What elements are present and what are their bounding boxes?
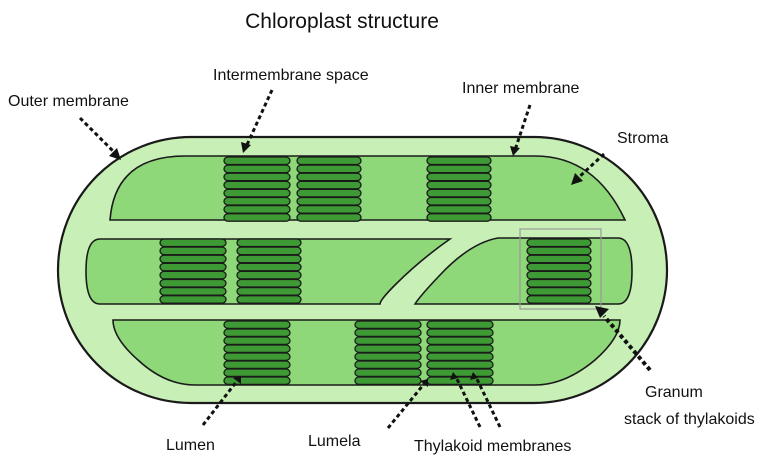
granum-stack <box>527 239 591 303</box>
thylakoid-disc <box>160 239 226 247</box>
thylakoid-disc <box>355 321 421 328</box>
thylakoid-disc <box>297 157 361 165</box>
thylakoid-disc <box>297 173 361 181</box>
thylakoid-disc <box>527 271 591 279</box>
thylakoid-disc <box>427 173 491 181</box>
thylakoid-disc <box>224 353 290 360</box>
thylakoid-disc <box>427 353 493 360</box>
granum-stack <box>355 321 421 384</box>
thylakoid-disc <box>224 206 290 214</box>
thylakoid-disc <box>427 165 491 173</box>
thylakoid-disc <box>355 361 421 368</box>
thylakoid-disc <box>427 345 493 352</box>
thylakoid-disc <box>224 337 290 344</box>
leader-outer-membrane <box>80 118 117 155</box>
thylakoid-disc <box>297 214 361 222</box>
thylakoid-disc <box>527 296 591 304</box>
thylakoid-disc <box>297 198 361 206</box>
thylakoid-disc <box>224 321 290 328</box>
granum-stack <box>297 157 361 221</box>
thylakoid-disc <box>427 329 493 336</box>
thylakoid-disc <box>224 345 290 352</box>
thylakoid-disc <box>224 214 290 222</box>
thylakoid-disc <box>297 206 361 214</box>
thylakoid-disc <box>224 198 290 206</box>
thylakoid-disc <box>160 255 226 263</box>
thylakoid-disc <box>160 271 226 279</box>
thylakoid-disc <box>427 198 491 206</box>
thylakoid-disc <box>224 329 290 336</box>
thylakoid-disc <box>355 353 421 360</box>
label-intermembrane-space: Intermembrane space <box>213 67 369 84</box>
thylakoid-disc <box>527 239 591 247</box>
thylakoid-disc <box>355 369 421 376</box>
thylakoid-disc <box>527 255 591 263</box>
thylakoid-disc <box>160 247 226 255</box>
thylakoid-disc <box>355 337 421 344</box>
thylakoid-disc <box>427 361 493 368</box>
thylakoid-disc <box>224 181 290 189</box>
granum-stack <box>224 157 290 221</box>
thylakoid-disc <box>427 157 491 165</box>
thylakoid-disc <box>160 263 226 271</box>
granum-stack <box>224 321 290 384</box>
thylakoid-disc <box>355 345 421 352</box>
label-thylakoid-membranes: Thylakoid membranes <box>414 438 571 455</box>
diagram-title: Chloroplast structure <box>245 10 439 33</box>
label-lumela: Lumela <box>308 433 361 450</box>
thylakoid-disc <box>224 165 290 173</box>
thylakoid-disc <box>527 247 591 255</box>
granum-stack <box>427 321 493 384</box>
thylakoid-disc <box>427 321 493 328</box>
thylakoid-disc <box>160 280 226 288</box>
label-stroma: Stroma <box>617 130 669 147</box>
thylakoid-disc <box>427 189 491 197</box>
thylakoid-disc <box>224 173 290 181</box>
thylakoid-disc <box>355 377 421 384</box>
thylakoid-disc <box>527 280 591 288</box>
label-granum: Granum <box>645 384 703 401</box>
thylakoid-disc <box>224 361 290 368</box>
thylakoid-disc <box>427 214 491 222</box>
thylakoid-disc <box>237 280 301 288</box>
thylakoid-disc <box>237 255 301 263</box>
thylakoid-disc <box>355 329 421 336</box>
thylakoid-disc <box>237 271 301 279</box>
thylakoid-disc <box>297 181 361 189</box>
thylakoid-disc <box>237 247 301 255</box>
thylakoid-disc <box>237 263 301 271</box>
thylakoid-disc <box>527 288 591 296</box>
thylakoid-disc <box>297 189 361 197</box>
thylakoid-disc <box>237 239 301 247</box>
granum-stack <box>237 239 301 303</box>
thylakoid-disc <box>527 263 591 271</box>
thylakoid-disc <box>427 337 493 344</box>
label-inner-membrane: Inner membrane <box>462 80 579 97</box>
thylakoid-disc <box>237 288 301 296</box>
granum-stack <box>160 239 226 303</box>
thylakoid-disc <box>427 369 493 376</box>
thylakoid-disc <box>160 288 226 296</box>
thylakoid-disc <box>224 157 290 165</box>
thylakoid-disc <box>160 296 226 304</box>
granum-stack <box>427 157 491 221</box>
thylakoid-disc <box>224 189 290 197</box>
thylakoid-disc <box>237 296 301 304</box>
label-outer-membrane: Outer membrane <box>8 93 129 110</box>
thylakoid-disc <box>427 181 491 189</box>
thylakoid-disc <box>297 165 361 173</box>
inner-compartment-top <box>110 156 625 220</box>
thylakoid-disc <box>427 206 491 214</box>
label-lumen: Lumen <box>166 437 215 454</box>
thylakoid-disc <box>224 369 290 376</box>
label-granum-subtitle: stack of thylakoids <box>624 411 755 428</box>
thylakoid-disc <box>427 377 493 384</box>
